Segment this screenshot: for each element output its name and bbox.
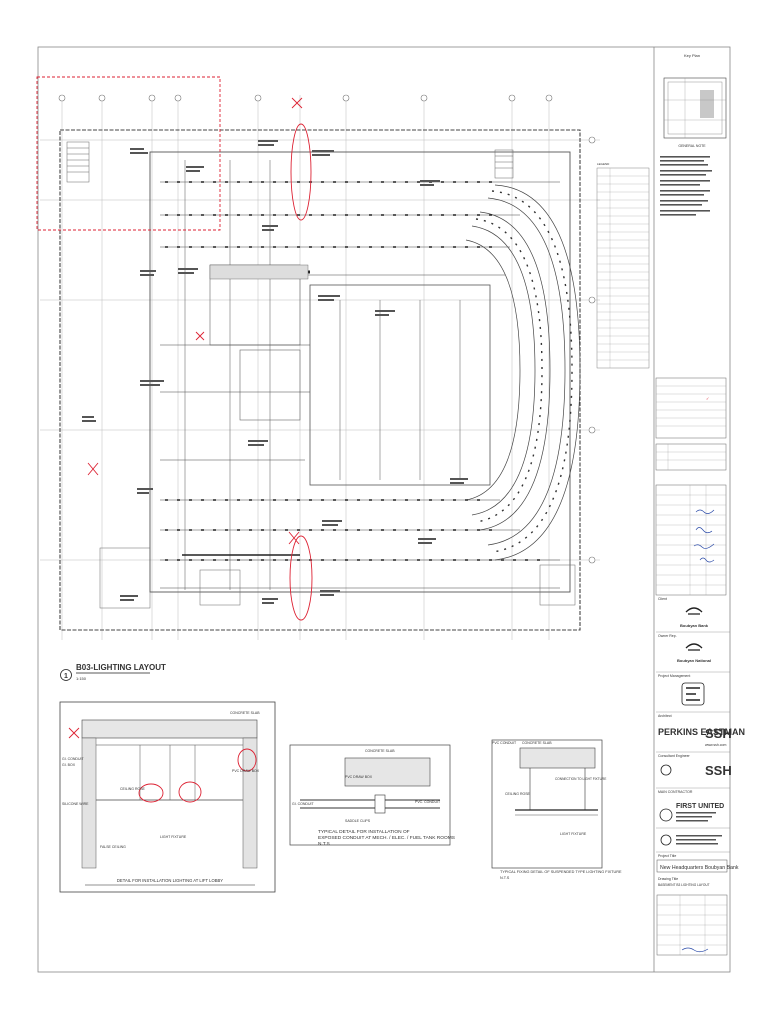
client-label: Client — [658, 597, 667, 601]
conduit-label-slab: CONCRETE SLAB — [365, 749, 395, 753]
lobby-label-slab: CONCRETE SLAB — [230, 711, 260, 715]
svg-text:✓: ✓ — [706, 396, 709, 401]
lobby-label-silicone: SILICONE WIRE — [62, 802, 89, 806]
conduit-label-saddle: SADDLE CLIPS — [345, 819, 371, 823]
fixing-label-fixture: LIGHT FIXTURE — [560, 832, 587, 836]
conduit-caption-3: N.T.S — [318, 841, 330, 847]
lobby-label-conduit: GI. CONDUIT — [62, 757, 84, 761]
detail-suspended-fixture: PVC CONDUIT CONCRETE SLAB CONNECTION TO … — [491, 739, 622, 880]
fixing-label-slab: CONCRETE SLAB — [522, 741, 552, 745]
drawing-title-label: Drawing Title — [658, 877, 678, 881]
detail-lift-lobby: CEILING ROSE CONCRETE SLAB GI. CONDUIT G… — [59, 701, 276, 893]
lobby-label-false-ceiling: FALSE CEILING — [100, 845, 126, 849]
owner-name: Boubyan National — [677, 658, 711, 663]
lobby-label-fixture: LIGHT FIXTURE — [160, 835, 187, 839]
lobby-label-ceiling-rose: CEILING ROSE — [120, 787, 146, 791]
conduit-label-pvc: PVC. CONDUIT — [415, 800, 441, 804]
conduit-caption-1: TYPICAL DETAIL FOR INSTALLATION OF — [318, 829, 410, 835]
conduit-caption-2: EXPOSED CONDUIT AT MECH. / ELEC. / FUEL … — [318, 835, 455, 841]
fixing-label-rose: CEILING ROSE — [505, 792, 531, 796]
client-name: Boubyan Bank — [680, 623, 709, 628]
layout-title-block: 1 B03-LIGHTING LAYOUT 1:150 — [60, 663, 166, 681]
lobby-caption: DETAIL FOR INSTALLATION LIGHTING AT LIFT… — [117, 878, 223, 883]
architect-web: www.ssh.com — [705, 743, 726, 747]
architect-2: SSH — [705, 726, 732, 741]
drawing-title: BASEMENT B3 LIGHTING LAYOUT — [658, 883, 710, 887]
conduit-label-drawbox: PVC DRAW BOX — [345, 775, 373, 779]
legend-label: LEGEND — [597, 162, 610, 166]
architect-label: Architect — [658, 714, 672, 718]
floor-plan — [36, 76, 600, 640]
conduit-label-gi: GI. CONDUIT — [292, 802, 314, 806]
fixing-caption: TYPICAL FIXING DETAIL OF SUSPENDED TYPE … — [500, 870, 622, 874]
general-notes-label: GENERAL NOTE — [678, 144, 706, 148]
owner-label: Owner Rep. — [658, 634, 677, 638]
contractor-label: MAIN CONTRACTOR — [658, 790, 693, 794]
title-block: Key Plan GENERAL NOTE LEGEND — [596, 53, 745, 956]
lobby-label-box: GI. BOX — [62, 763, 76, 767]
contractor-name: FIRST UNITED — [676, 803, 724, 810]
pm-label: Project Management — [658, 674, 690, 678]
detail-exposed-conduit: CONCRETE SLAB PVC DRAW BOX GI. CONDUIT P… — [289, 744, 455, 847]
fixing-scale: N.T.S — [500, 876, 510, 880]
fixing-label-connection: CONNECTION TO LIGHT FIXTURE — [555, 777, 606, 781]
layout-scale: 1:150 — [76, 676, 87, 681]
project-title-label: Project Title — [658, 854, 676, 858]
layout-title: B03-LIGHTING LAYOUT — [76, 663, 166, 672]
engineer-label: Consultant Engineer — [658, 754, 691, 758]
architect-1: PERKINS EASTMAN — [658, 727, 745, 737]
layout-number: 1 — [64, 673, 68, 680]
engineer-name: SSH — [705, 763, 732, 778]
fixing-label-conduit: PVC CONDUIT — [492, 741, 517, 745]
lobby-label-drawbox: PVC DRAW BOX — [232, 769, 260, 773]
project-title: New Headquarters Boubyan Bank — [660, 865, 739, 871]
key-plan-label: Key Plan — [684, 53, 700, 58]
